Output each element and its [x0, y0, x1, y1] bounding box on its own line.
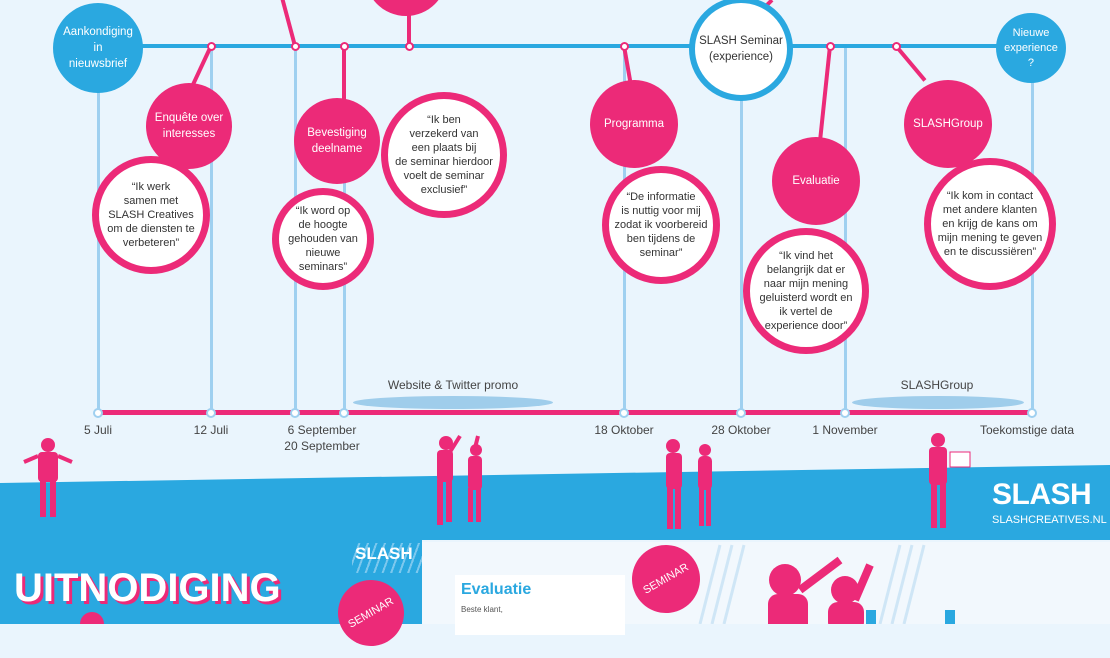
quote-bubble: “Ik ben verzekerd van een plaats bij de …	[381, 92, 507, 218]
small-slash-logo: SLASH	[355, 544, 413, 563]
quote-bubble: “Ik werk samen met SLASH Creatives om de…	[92, 156, 210, 274]
evaluatie-card-title: Evaluatie	[461, 581, 532, 598]
uitnodiging-heading: UITNODIGING	[14, 566, 281, 610]
milestone-evaluatie: Evaluatie	[772, 137, 860, 225]
quote-bubble: “Ik word op de hoogte gehouden van nieuw…	[272, 188, 374, 290]
promo-label: SLASHGroup	[900, 378, 974, 392]
milestone-dot	[620, 42, 629, 51]
bottom-timeline	[98, 410, 1032, 415]
evaluatie-card: Evaluatie Beste klant,	[455, 575, 625, 635]
people-talking-silhouette	[666, 439, 712, 529]
person-with-board-silhouette	[929, 433, 971, 528]
slash-url: SLASHCREATIVES.NL	[992, 514, 1107, 526]
timeline-connector	[844, 46, 847, 412]
date-label: 12 Juli	[193, 423, 229, 437]
milestone-slashgroup: SLASHGroup	[904, 80, 992, 168]
person-silhouette	[23, 438, 73, 517]
date-dot	[736, 408, 746, 418]
milestone-slash-seminar: SLASH Seminar (experience)	[689, 0, 793, 101]
quote-bubble: “De informatie is nuttig voor mij zodat …	[602, 166, 720, 284]
date-label: Toekomstige data	[979, 423, 1075, 437]
date-dot	[339, 408, 349, 418]
date-dot	[290, 408, 300, 418]
people-highfive-silhouette	[437, 434, 482, 525]
date-label: 28 Oktober	[711, 423, 771, 437]
background-band	[0, 433, 1110, 624]
evaluatie-card-greeting: Beste klant,	[461, 605, 503, 614]
milestone-nieuwe-experience: Nieuwe experience ?	[996, 13, 1066, 83]
quote-bubble: “Ik kom in contact met andere klanten en…	[924, 158, 1056, 290]
date-label: 5 Juli	[83, 423, 113, 437]
date-dot	[619, 408, 629, 418]
people-bottom-silhouette	[768, 556, 874, 624]
date-dot	[1027, 408, 1037, 418]
milestone-dot	[826, 42, 835, 51]
promo-period	[353, 396, 553, 409]
milestone-aankondiging: Aankondiging in nieuwsbrief	[53, 3, 143, 93]
timeline-connector	[740, 60, 743, 412]
timeline-connector	[210, 46, 213, 412]
stripes-decoration	[698, 544, 926, 624]
date-label: 1 November	[812, 423, 878, 437]
date-label: 6 September 20 September	[284, 423, 360, 453]
milestone-dot	[340, 42, 349, 51]
small-logo-box	[352, 543, 422, 573]
promo-period	[852, 396, 1024, 409]
milestone-dot	[291, 42, 300, 51]
stem	[407, 10, 411, 46]
milestone-programma: Programma	[590, 80, 678, 168]
milestone-dot	[405, 42, 414, 51]
milestone-dot	[207, 42, 216, 51]
date-dot	[840, 408, 850, 418]
date-dot	[93, 408, 103, 418]
milestone-bevestiging: Bevestiging deelname	[294, 98, 380, 184]
date-dot	[206, 408, 216, 418]
slash-logo: SLASH	[992, 478, 1092, 511]
top-timeline	[100, 44, 1030, 48]
quote-bubble: “Ik vind het belangrijk dat er naar mijn…	[743, 228, 869, 354]
milestone-enquete: Enquête over interesses	[146, 83, 232, 169]
date-label: 18 Oktober	[594, 423, 654, 437]
promo-label: Website & Twitter promo	[387, 378, 519, 392]
milestone-dot	[892, 42, 901, 51]
stem	[342, 46, 346, 106]
